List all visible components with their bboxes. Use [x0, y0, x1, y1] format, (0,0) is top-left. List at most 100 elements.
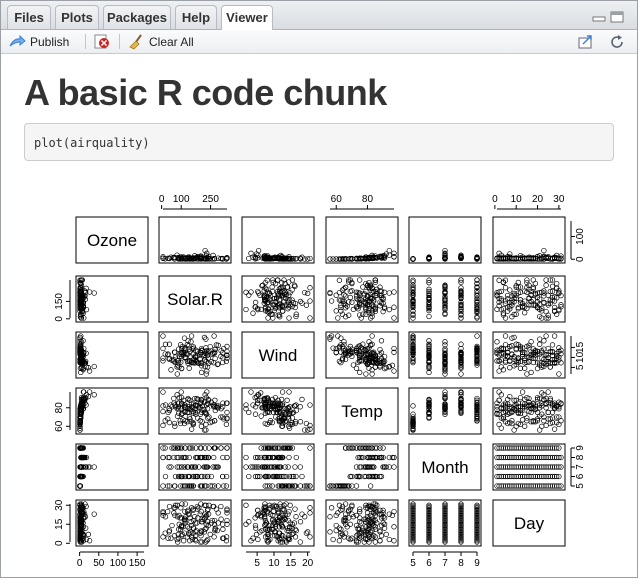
data-point — [264, 299, 270, 306]
publish-label: Publish — [30, 34, 70, 49]
data-point — [280, 454, 286, 461]
data-point — [211, 454, 217, 461]
data-point — [458, 389, 464, 395]
remove-button[interactable] — [94, 30, 112, 53]
data-point — [275, 291, 282, 298]
data-point — [286, 536, 293, 543]
data-point — [193, 538, 199, 544]
data-point — [176, 406, 182, 412]
data-point — [276, 418, 283, 424]
data-point — [205, 415, 211, 421]
data-point — [185, 395, 191, 402]
data-point — [299, 473, 305, 480]
data-point — [79, 399, 85, 405]
data-point — [262, 445, 269, 451]
data-point — [556, 256, 562, 262]
data-point — [255, 397, 261, 403]
tab-files[interactable]: Files — [7, 5, 51, 29]
data-point — [223, 473, 230, 480]
data-point — [165, 351, 171, 357]
data-point — [551, 359, 558, 366]
data-point — [537, 464, 543, 470]
data-point — [410, 345, 416, 351]
data-point — [204, 389, 210, 395]
data-point — [198, 369, 205, 376]
data-point — [193, 529, 199, 535]
code-chunk: plot(airquality) — [24, 123, 614, 161]
data-point — [208, 359, 214, 365]
data-point — [211, 534, 217, 540]
data-point — [377, 364, 383, 370]
data-point — [458, 345, 464, 352]
data-point — [502, 333, 509, 339]
variable-label-temp: Temp — [341, 402, 383, 421]
data-point — [532, 255, 539, 262]
refresh-button[interactable] — [609, 30, 627, 53]
data-point — [549, 483, 556, 489]
data-point — [539, 390, 545, 396]
data-point — [551, 308, 558, 314]
data-point — [426, 341, 432, 347]
minimize-pane-button[interactable] — [592, 10, 606, 22]
data-point — [183, 514, 189, 520]
data-point — [556, 464, 562, 470]
data-point — [261, 296, 268, 302]
data-point — [442, 351, 448, 357]
data-point — [272, 280, 279, 287]
data-point — [286, 527, 292, 534]
data-point — [285, 297, 291, 304]
data-point — [281, 445, 287, 451]
data-point — [169, 522, 175, 529]
data-point — [505, 396, 511, 403]
data-point — [522, 423, 528, 429]
data-point — [187, 529, 194, 535]
data-point — [537, 362, 543, 368]
data-point — [545, 300, 551, 307]
data-point — [185, 473, 191, 480]
data-point — [79, 508, 85, 515]
data-point — [442, 283, 448, 289]
tick-label: 100 — [575, 228, 586, 245]
data-point — [292, 256, 299, 262]
data-point — [172, 483, 178, 489]
data-point — [176, 464, 182, 470]
tab-packages[interactable]: Packages — [103, 5, 171, 29]
data-point — [426, 409, 432, 416]
data-point — [410, 421, 416, 428]
data-point — [342, 351, 349, 357]
data-point — [78, 315, 85, 321]
data-point — [426, 415, 432, 421]
data-point — [367, 315, 374, 321]
data-point — [275, 483, 281, 489]
data-point — [165, 483, 171, 489]
data-point — [366, 345, 372, 351]
tab-help[interactable]: Help — [175, 5, 217, 29]
data-point — [458, 290, 464, 297]
panel-frame — [75, 275, 149, 323]
maximize-pane-button[interactable] — [610, 10, 624, 23]
tab-plots[interactable]: Plots — [55, 5, 99, 29]
data-point — [78, 285, 84, 291]
data-point — [474, 290, 480, 296]
export-button[interactable] — [577, 30, 595, 53]
data-point — [336, 256, 343, 262]
publish-button[interactable]: Publish — [8, 30, 69, 53]
data-point — [534, 351, 541, 357]
data-point — [330, 256, 336, 262]
data-point — [389, 362, 396, 368]
tab-viewer[interactable]: Viewer — [221, 5, 273, 30]
data-point — [178, 524, 184, 530]
tick-label: 10 — [511, 194, 523, 205]
data-point — [205, 255, 211, 261]
data-point — [410, 298, 416, 304]
data-point — [172, 505, 178, 511]
data-point — [205, 349, 211, 355]
tick-label: 80 — [54, 402, 65, 414]
data-point — [276, 312, 283, 318]
data-point — [202, 473, 208, 480]
clear-all-button[interactable]: Clear All — [128, 30, 194, 53]
data-point — [350, 362, 357, 368]
data-point — [541, 418, 547, 424]
data-point — [289, 277, 296, 283]
data-point — [541, 288, 547, 294]
